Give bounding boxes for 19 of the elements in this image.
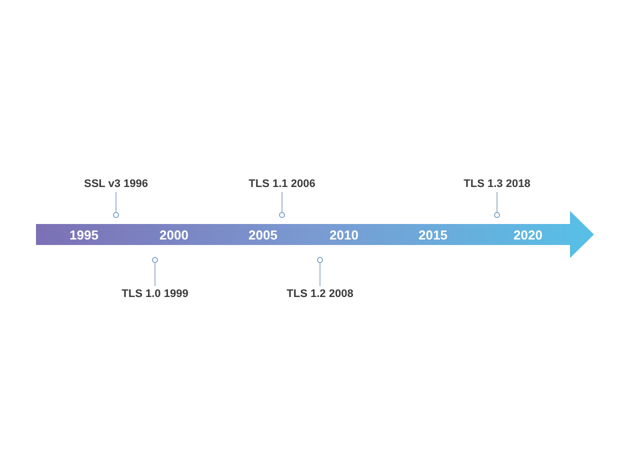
year-label: 2020 [514,228,542,242]
marker-dot [317,257,323,263]
event-label: TLS 1.2 2008 [286,288,354,300]
marker-dot [279,212,285,218]
year-label: 2000 [160,228,188,242]
marker-dot [113,212,119,218]
event-label: TLS 1.0 1999 [122,288,188,300]
event-label: TLS 1.1 2006 [248,178,316,190]
year-label: 2015 [418,228,448,242]
marker-dot [152,257,158,263]
year-label: 2010 [330,228,358,242]
marker-dot [494,212,500,218]
event-label: TLS 1.3 2018 [464,178,530,190]
year-label: 2005 [248,228,278,242]
timeline-arrow [36,211,594,258]
event-label: SSL v3 1996 [84,178,148,190]
leader-line [496,192,498,212]
leader-line [154,262,156,286]
year-label: 1995 [70,228,98,242]
